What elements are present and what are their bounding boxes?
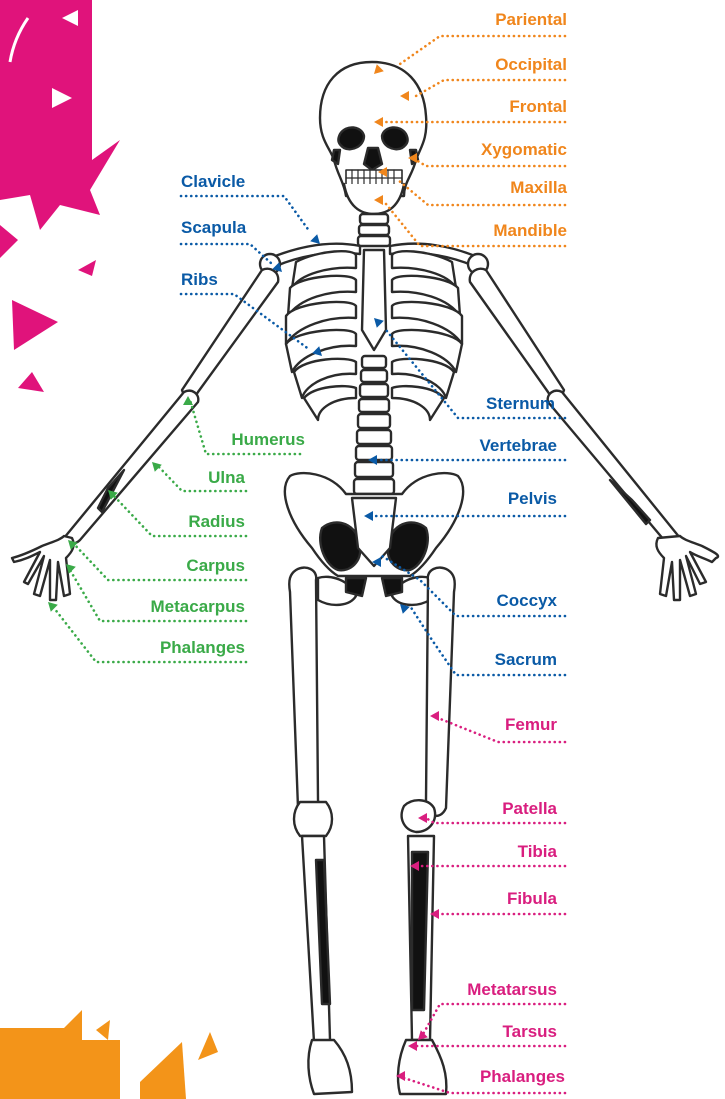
nasal-cavity (364, 148, 382, 170)
hand-left (12, 536, 74, 600)
label-phalanges-foot: Phalanges (480, 1067, 565, 1087)
label-sacrum: Sacrum (495, 650, 557, 670)
radius-ulna-left (64, 391, 198, 544)
label-metacarpus: Metacarpus (151, 597, 245, 617)
label-patella: Patella (502, 799, 557, 819)
label-ribs: Ribs (181, 270, 218, 290)
label-clavicle: Clavicle (181, 172, 245, 192)
label-pelvis: Pelvis (508, 489, 557, 509)
arrow-trunk-clavicle (310, 234, 320, 244)
leader-line-head-occipital (416, 80, 565, 96)
label-tarsus: Tarsus (503, 1022, 558, 1042)
orange-shape-decoration (0, 1010, 120, 1099)
knee-left (294, 802, 332, 836)
sternum (362, 250, 386, 350)
femur-right (426, 568, 455, 816)
foot-right (398, 1040, 446, 1094)
label-fibula: Fibula (507, 889, 557, 909)
label-occipital: Occipital (495, 55, 567, 75)
label-tibia: Tibia (518, 842, 557, 862)
label-mandible: Mandible (493, 221, 567, 241)
label-maxilla: Maxilla (510, 178, 567, 198)
radius-ulna-right (548, 391, 680, 544)
mandible (344, 184, 404, 214)
hand-right (656, 536, 718, 600)
label-ulna: Ulna (208, 468, 245, 488)
label-sternum: Sternum (486, 394, 555, 414)
label-humerus: Humerus (231, 430, 305, 450)
skeleton-figure (12, 62, 718, 1094)
label-coccyx: Coccyx (497, 591, 557, 611)
femur-left (289, 568, 318, 816)
label-vertebrae: Vertebrae (480, 436, 558, 456)
eye-socket-left (338, 127, 364, 149)
leader-line-head-xygomatic (416, 160, 565, 166)
label-pariental: Pariental (495, 10, 567, 30)
leader-line-trunk-scapula (181, 244, 272, 264)
humerus-right (470, 269, 564, 397)
foot-left (308, 1040, 352, 1094)
label-phalanges-hand: Phalanges (160, 638, 245, 658)
label-radius: Radius (188, 512, 245, 532)
fibula-right (412, 852, 428, 1010)
label-carpus: Carpus (186, 556, 245, 576)
label-metatarsus: Metatarsus (467, 980, 557, 1000)
patella-right (402, 800, 435, 832)
spine (354, 356, 394, 494)
eye-socket-right (382, 127, 408, 149)
label-scapula: Scapula (181, 218, 246, 238)
label-frontal: Frontal (509, 97, 567, 117)
label-femur: Femur (505, 715, 557, 735)
label-xygomatic: Xygomatic (481, 140, 567, 160)
